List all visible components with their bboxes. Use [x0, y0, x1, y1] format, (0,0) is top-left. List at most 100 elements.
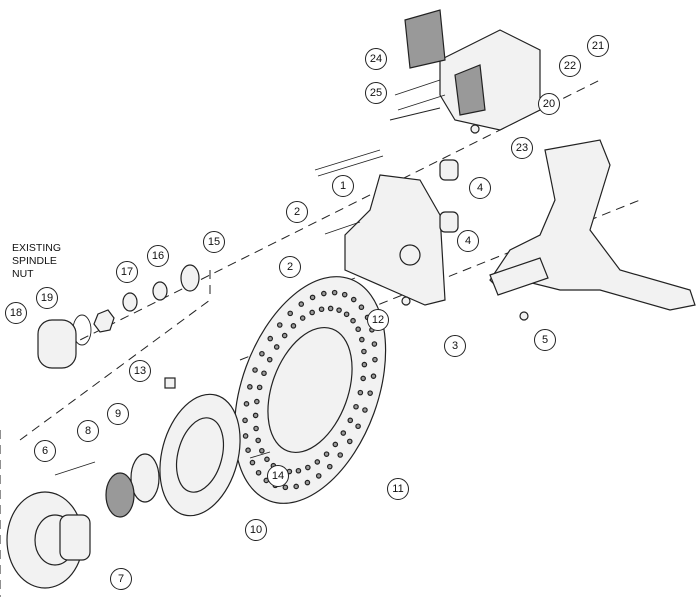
existing-spindle-nut-label: EXISTING SPINDLE NUT: [12, 242, 61, 281]
drill-hole: [355, 423, 361, 430]
drill-hole: [358, 304, 365, 311]
drill-hole: [370, 373, 377, 379]
wheel-stud: [54, 451, 271, 476]
drill-hole: [327, 305, 334, 312]
drill-hole: [309, 294, 316, 301]
drill-hole: [332, 441, 339, 448]
drill-hole: [242, 417, 248, 424]
drill-hole: [340, 430, 347, 436]
note-line: SPINDLE: [12, 255, 57, 267]
callout-number: 2: [279, 256, 301, 278]
rotor-hat: [159, 393, 241, 517]
callout-number: 22: [559, 55, 581, 77]
callout-number: 2: [286, 201, 308, 223]
drill-hole: [362, 407, 368, 413]
drill-hole: [242, 433, 249, 439]
drill-hole: [267, 335, 274, 342]
drill-hole: [295, 467, 302, 474]
callout-number: 7: [110, 568, 132, 590]
washer: [122, 292, 138, 312]
drill-hole: [350, 317, 356, 324]
drill-hole: [304, 479, 311, 486]
callout-number: 24: [365, 48, 387, 70]
drill-hole: [256, 384, 263, 391]
drill-hole: [326, 463, 333, 470]
assembly-axis-line: [0, 79, 641, 597]
nut: [164, 377, 176, 389]
drill-hole: [357, 389, 364, 396]
drill-hole: [252, 367, 258, 373]
drill-hole: [367, 390, 373, 396]
drill-hole: [372, 356, 378, 363]
spindle: [489, 139, 696, 311]
drill-hole: [336, 307, 342, 313]
spacer: [439, 211, 459, 233]
callout-number: 16: [147, 245, 169, 267]
drill-hole: [305, 464, 311, 471]
drill-hole: [293, 483, 299, 490]
spindle-nut: [93, 309, 115, 333]
drill-hole: [259, 447, 265, 454]
brake-pad: [404, 9, 446, 69]
drill-hole: [299, 315, 306, 321]
callout-number: 15: [203, 231, 225, 253]
drill-hole: [261, 370, 267, 377]
drill-hole: [309, 309, 315, 316]
callout-number: 4: [469, 177, 491, 199]
drill-hole: [273, 344, 280, 350]
long-bolt: [314, 149, 384, 177]
drill-hole: [247, 384, 253, 390]
drill-hole: [254, 398, 260, 405]
mounting-bracket: [344, 174, 446, 306]
callout-number: 17: [116, 261, 138, 283]
drill-hole: [249, 459, 256, 466]
caliper: [439, 29, 541, 131]
rotor: [233, 276, 387, 504]
drill-hole: [287, 310, 294, 317]
outer-bearing: [180, 264, 200, 292]
bridge-bolt: [389, 79, 446, 121]
drill-hole: [350, 296, 357, 303]
drill-hole: [281, 332, 288, 339]
drill-hole: [361, 348, 367, 355]
callout-number: 12: [367, 309, 389, 331]
dust-cap: [37, 319, 77, 369]
callout-number: 9: [107, 403, 129, 425]
drill-hole: [360, 375, 366, 382]
drill-hole: [243, 401, 250, 407]
note-line: EXISTING: [12, 242, 62, 254]
drill-hole: [347, 417, 354, 424]
drill-hole: [266, 356, 273, 363]
drill-hole: [259, 350, 265, 357]
washer: [519, 311, 529, 321]
hub: [6, 491, 91, 589]
callout-number: 14: [267, 465, 289, 487]
callout-number: 18: [5, 302, 27, 324]
drill-hole: [346, 438, 353, 445]
callout-number: 19: [36, 287, 58, 309]
spacer: [439, 159, 459, 181]
callout-number: 6: [34, 440, 56, 462]
drill-hole: [355, 326, 361, 333]
washer: [470, 124, 480, 134]
inner-bearing: [105, 472, 135, 518]
callout-number: 11: [387, 478, 409, 500]
bracket-hole: [399, 244, 421, 266]
callout-number: 8: [77, 420, 99, 442]
drill-hole: [315, 473, 322, 479]
drill-hole: [253, 425, 259, 432]
callout-number: 4: [457, 230, 479, 252]
drill-hole: [252, 412, 259, 419]
drill-hole: [337, 452, 344, 458]
drill-hole: [264, 456, 270, 463]
drill-hole: [255, 437, 261, 444]
callout-number: 5: [534, 329, 556, 351]
drill-hole: [341, 291, 348, 298]
drill-hole: [359, 336, 365, 343]
drill-hole: [343, 311, 350, 318]
drill-hole: [290, 323, 297, 329]
callout-number: 21: [587, 35, 609, 57]
drill-hole: [318, 306, 325, 313]
drill-hole: [331, 289, 338, 296]
